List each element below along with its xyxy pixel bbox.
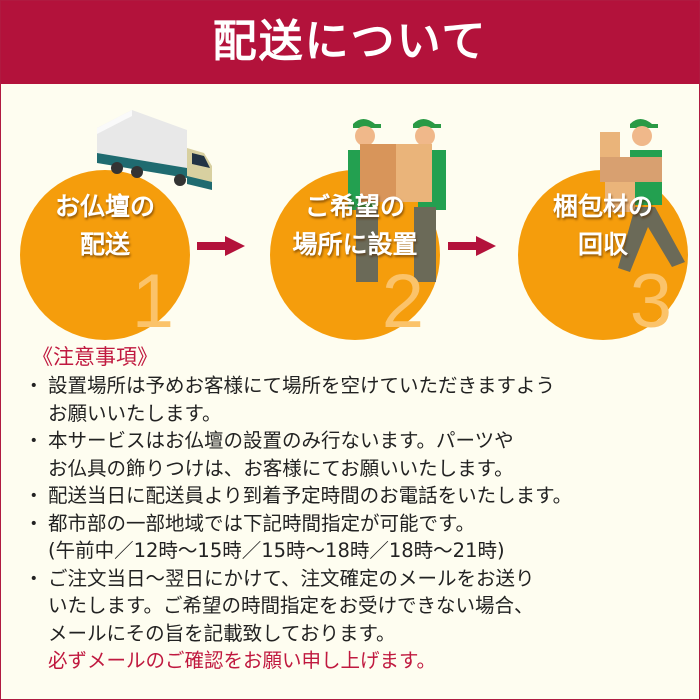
notes-title: 《注意事項》 (32, 345, 158, 369)
step-label: お仏壇の配送 (54, 192, 155, 259)
movers-icon (348, 119, 446, 282)
notes-section: 《注意事項》 設置場所は予めお客様にて場所を空けていただきますようお願いいたしま… (24, 342, 690, 675)
step-label: ご希望の場所に設置 (292, 192, 418, 259)
step-number: 2 (381, 259, 424, 344)
page-title: 配送について (0, 0, 700, 84)
step-label: 梱包材の回収 (552, 192, 653, 259)
note-item: ご注文当日〜翌日にかけて、注文確定のメールをお送りいたします。ご希望の時間指定を… (24, 565, 690, 648)
step-number: 3 (629, 259, 672, 344)
arrow-right-icon (448, 236, 496, 256)
note-item: 本サービスはお仏壇の設置のみ行ないます。パーツやお仏具の飾りつけは、お客様にてお… (24, 427, 690, 482)
note-item: 都市部の一部地域では下記時間指定が可能です。(午前中／12時〜15時／15時〜1… (24, 510, 690, 565)
step-1-delivery: 1 お仏壇の配送 (20, 170, 190, 340)
step-2-installation: 2 ご希望の場所に設置 (270, 170, 440, 340)
email-confirmation-notice: 必ずメールのご確認をお願い申し上げます。 (48, 649, 437, 672)
truck-icon (97, 110, 212, 190)
step-3-collection: 3 梱包材の回収 (518, 170, 688, 340)
arrow-right-icon (197, 236, 245, 256)
worker-carrying-boxes-icon (600, 119, 685, 272)
step-number: 1 (131, 259, 174, 344)
note-item: 配送当日に配送員より到着予定時間のお電話をいたします。 (24, 482, 690, 510)
